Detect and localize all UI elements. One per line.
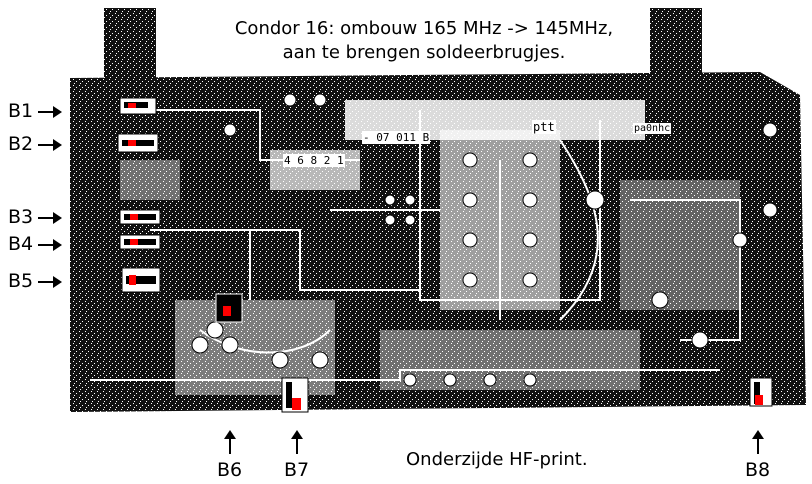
arrow-b4 xyxy=(38,239,62,251)
solder-bridge-b6 xyxy=(223,306,231,316)
board-code: 4 6 8 2 1 xyxy=(283,154,345,167)
solder-bridge-b4 xyxy=(130,239,138,245)
title-line-1: Condor 16: ombouw 165 MHz -> 145MHz, xyxy=(234,18,614,39)
arrow-b6 xyxy=(224,430,236,454)
solder-bridge-b3 xyxy=(130,214,138,220)
arrow-b8 xyxy=(752,430,764,454)
arrow-b5 xyxy=(38,276,62,288)
arrow-b2 xyxy=(38,139,62,151)
board-author-label: pa0nhc xyxy=(633,123,672,134)
board-ptt-label: ptt xyxy=(532,120,556,134)
bridge-pads-bottom xyxy=(215,293,773,413)
bridge-label-b6: B6 xyxy=(217,459,243,481)
pcb-pads xyxy=(191,93,778,387)
arrow-b1 xyxy=(38,106,62,118)
board-part-number: - 07 011 B xyxy=(362,131,431,144)
caption: Onderzijde HF-print. xyxy=(406,449,588,470)
arrow-b7 xyxy=(291,430,303,454)
bridge-label-b3: B3 xyxy=(8,206,34,228)
bridge-label-b7: B7 xyxy=(284,459,310,481)
bridge-label-b8: B8 xyxy=(745,459,771,481)
bridge-label-b4: B4 xyxy=(8,233,34,255)
bridge-label-b1: B1 xyxy=(8,100,34,122)
bridge-label-b5: B5 xyxy=(8,270,34,292)
bridge-pads-left xyxy=(117,97,161,293)
solder-bridge-b2 xyxy=(128,140,136,146)
arrow-b3 xyxy=(38,212,62,224)
solder-bridge-b8 xyxy=(755,395,763,405)
solder-bridge-b5 xyxy=(129,275,136,285)
solder-bridge-b1 xyxy=(128,103,136,108)
bridge-label-b2: B2 xyxy=(8,133,34,155)
title-line-2: aan te brengen soldeerbrugjes. xyxy=(282,42,566,63)
solder-bridge-b7 xyxy=(292,398,301,410)
